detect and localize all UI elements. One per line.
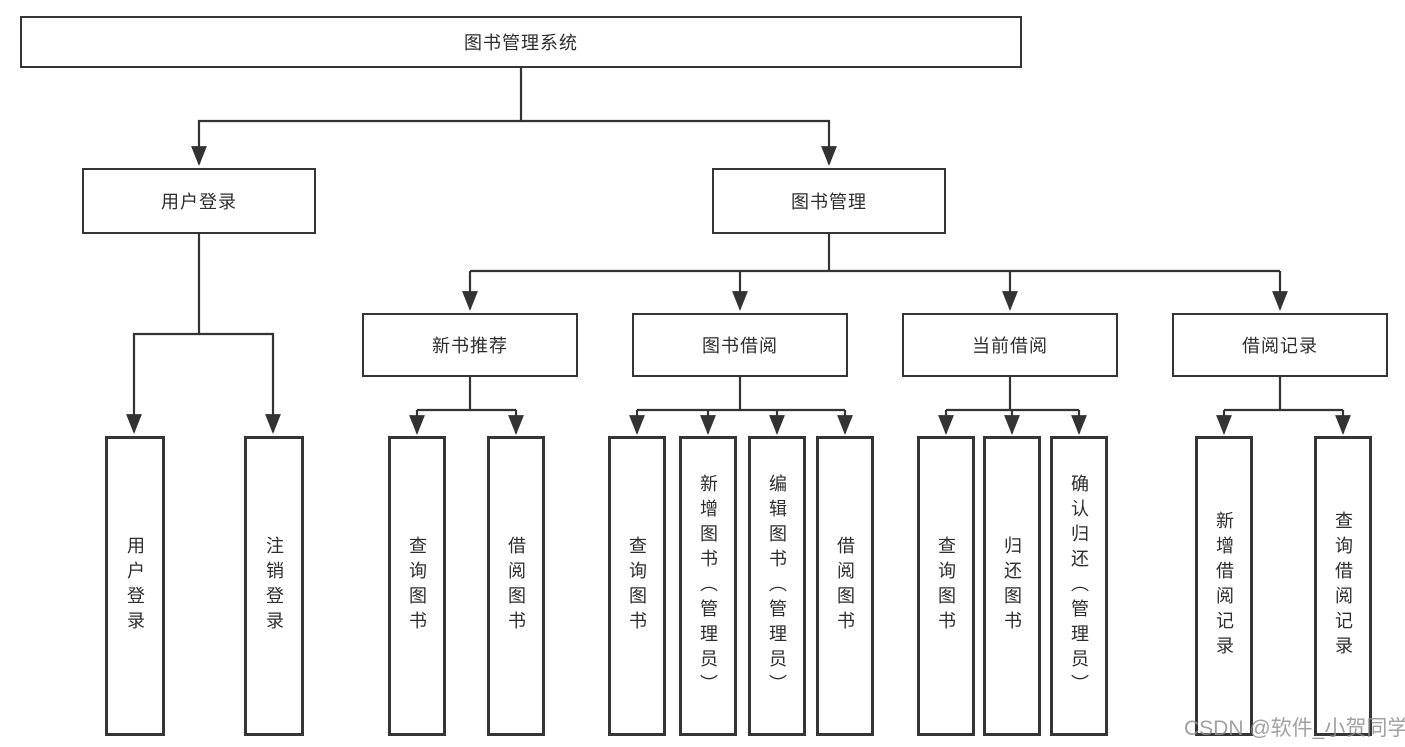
node-current-loans-label: 当前借阅 bbox=[972, 336, 1048, 356]
node-new-book-recommend-label: 新书推荐 bbox=[432, 336, 508, 356]
node-book-management-label: 图书管理 bbox=[791, 192, 867, 212]
leaf-add-books-admin: 新增图书（管理员） bbox=[679, 436, 737, 736]
node-loan-records-label: 借阅记录 bbox=[1242, 336, 1318, 356]
leaf-query-loan-record: 查询借阅记录 bbox=[1314, 436, 1372, 736]
node-book-borrowing: 图书借阅 bbox=[632, 313, 848, 377]
leaf-add-books-admin-label: 新增图书（管理员） bbox=[698, 473, 718, 699]
node-new-book-recommend: 新书推荐 bbox=[362, 313, 578, 377]
leaf-logout: 注销登录 bbox=[244, 436, 304, 736]
node-user-login: 用户登录 bbox=[82, 168, 316, 234]
leaf-query-books-3: 查询图书 bbox=[917, 436, 975, 736]
leaf-return-books: 归还图书 bbox=[983, 436, 1041, 736]
leaf-edit-books-admin-label: 编辑图书（管理员） bbox=[767, 473, 787, 699]
leaf-borrow-books-2: 借阅图书 bbox=[816, 436, 874, 736]
leaf-confirm-return-admin-label: 确认归还（管理员） bbox=[1069, 473, 1089, 699]
leaf-borrow-books-1-label: 借阅图书 bbox=[506, 536, 526, 636]
leaf-query-books-3-label: 查询图书 bbox=[936, 536, 956, 636]
leaf-user-login-label: 用户登录 bbox=[125, 536, 145, 636]
node-user-login-label: 用户登录 bbox=[161, 192, 237, 212]
csdn-watermark: CSDN @软件_小贺同学 bbox=[1184, 717, 1405, 740]
leaf-add-loan-record: 新增借阅记录 bbox=[1195, 436, 1253, 736]
node-book-borrowing-label: 图书借阅 bbox=[702, 336, 778, 356]
leaf-confirm-return-admin: 确认归还（管理员） bbox=[1050, 436, 1108, 736]
leaf-borrow-books-2-label: 借阅图书 bbox=[835, 536, 855, 636]
node-library-system-label: 图书管理系统 bbox=[464, 33, 578, 53]
leaf-query-books-2-label: 查询图书 bbox=[627, 536, 647, 636]
leaf-add-loan-record-label: 新增借阅记录 bbox=[1214, 511, 1234, 661]
node-book-management: 图书管理 bbox=[712, 168, 946, 234]
leaf-query-books-1-label: 查询图书 bbox=[407, 536, 427, 636]
leaf-user-login: 用户登录 bbox=[105, 436, 165, 736]
node-current-loans: 当前借阅 bbox=[902, 313, 1118, 377]
leaf-borrow-books-1: 借阅图书 bbox=[487, 436, 545, 736]
leaf-query-books-1: 查询图书 bbox=[388, 436, 446, 736]
node-library-system: 图书管理系统 bbox=[20, 16, 1022, 68]
leaf-return-books-label: 归还图书 bbox=[1002, 536, 1022, 636]
leaf-logout-label: 注销登录 bbox=[264, 536, 284, 636]
node-loan-records: 借阅记录 bbox=[1172, 313, 1388, 377]
leaf-query-loan-record-label: 查询借阅记录 bbox=[1333, 511, 1353, 661]
leaf-edit-books-admin: 编辑图书（管理员） bbox=[748, 436, 806, 736]
leaf-query-books-2: 查询图书 bbox=[608, 436, 666, 736]
